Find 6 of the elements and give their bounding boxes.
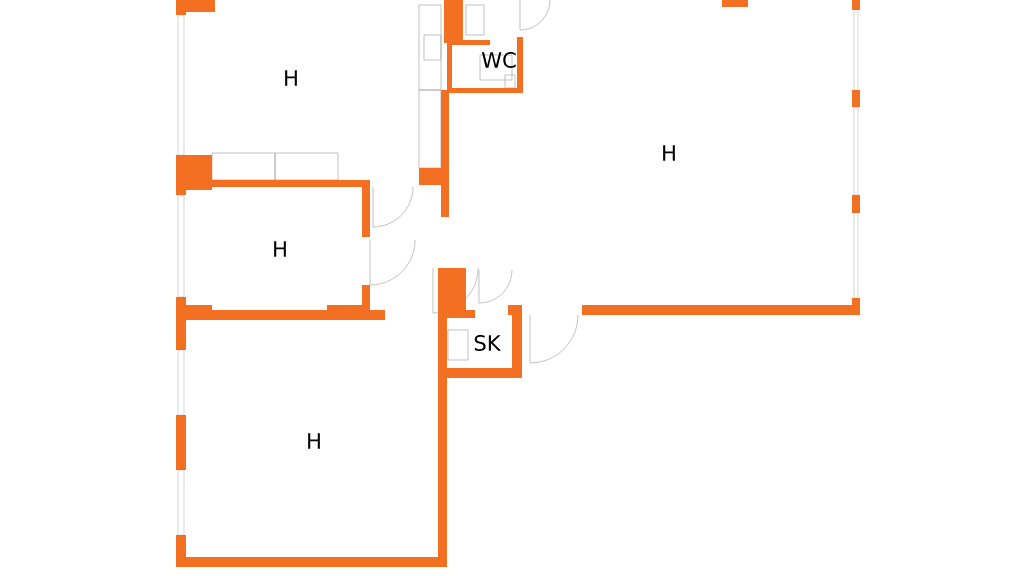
room-label: WC xyxy=(481,52,516,68)
room-label: H xyxy=(308,433,320,449)
room-label: H xyxy=(285,70,297,86)
room-label: H xyxy=(663,145,675,161)
room-label: H xyxy=(274,241,286,257)
room-label: SK xyxy=(474,335,502,351)
